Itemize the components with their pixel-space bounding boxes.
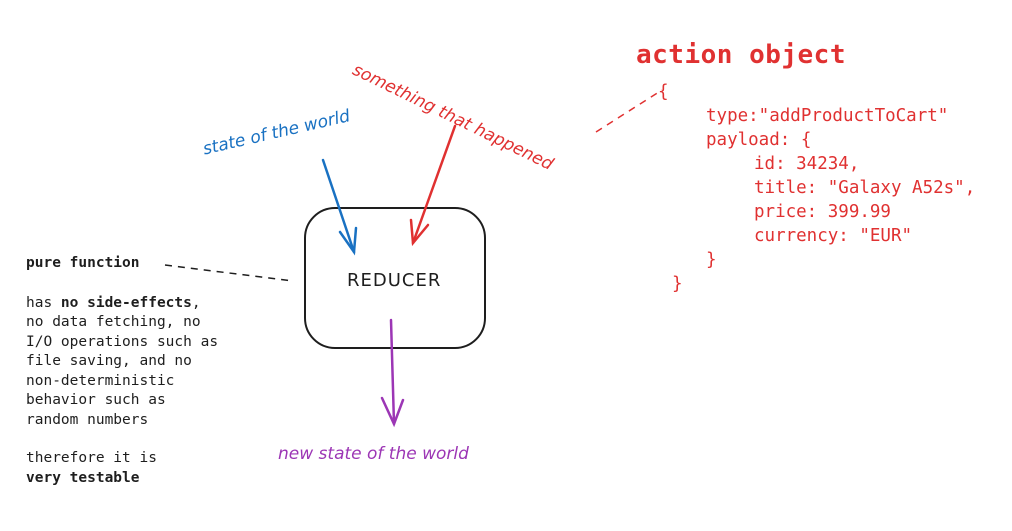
no-side-effects-text: no side-effects — [60, 294, 192, 311]
notes-line-3: I/O operations such as — [26, 333, 219, 350]
code-line-type: type:"addProductToCart" — [706, 106, 949, 126]
code-line-title: title: "Galaxy A52s", — [754, 178, 976, 198]
new-state-label: new state of the world — [278, 444, 469, 464]
notes-line-8: therefore it is — [26, 450, 157, 466]
code-line-payload: payload: { — [706, 130, 812, 150]
very-testable-text: very testable — [26, 469, 140, 486]
code-close-outer: } — [672, 274, 683, 294]
action-object-code: { type:"addProductToCart" payload: { id:… — [658, 80, 975, 296]
pure-function-connector — [164, 264, 294, 282]
action-object-title: action object — [636, 40, 846, 70]
notes-line-1: has no side-effects, — [26, 294, 201, 311]
code-line-id: id: 34234, — [754, 154, 860, 174]
notes-line-4: file saving, and no — [26, 353, 192, 369]
code-close-inner: } — [706, 250, 717, 270]
code-line-currency: currency: "EUR" — [754, 226, 913, 246]
notes-line-2: no data fetching, no — [26, 314, 201, 330]
code-line-price: price: 399.99 — [754, 202, 891, 222]
reducer-box — [304, 207, 486, 349]
state-arrow — [321, 158, 358, 256]
reducer-label: REDUCER — [347, 270, 442, 291]
action-connector — [595, 89, 663, 133]
pure-function-notes: pure function has no side-effects, no da… — [26, 254, 218, 488]
notes-line-5: non-deterministic — [26, 372, 175, 389]
code-open-brace: { — [658, 82, 669, 102]
notes-line-6: behavior such as — [26, 392, 166, 408]
output-arrow — [380, 318, 405, 428]
notes-line-7: random numbers — [26, 411, 149, 428]
action-arrow — [409, 124, 457, 247]
pure-function-heading: pure function — [26, 255, 140, 271]
